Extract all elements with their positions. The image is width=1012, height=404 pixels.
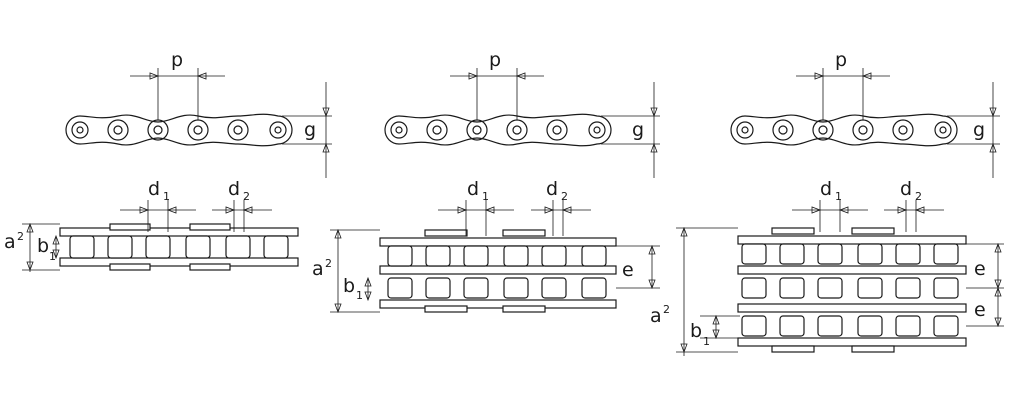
triplex-d1-label: d: [820, 178, 832, 200]
svg-text:2: 2: [663, 303, 670, 316]
triplex-a2-label: a: [650, 305, 662, 327]
triplex-chain: p g: [650, 49, 1004, 356]
simplex-a2-label: a: [4, 231, 16, 253]
svg-text:1: 1: [163, 190, 170, 203]
triplex-strand-3: [741, 315, 959, 337]
svg-text:2: 2: [915, 190, 922, 203]
duplex-b1-label: b: [343, 275, 355, 297]
simplex-d1-label: d: [148, 178, 160, 200]
svg-text:2: 2: [561, 190, 568, 203]
duplex-g-label: g: [632, 119, 644, 141]
simplex-g-label: g: [304, 119, 316, 141]
triplex-strand-1: [741, 243, 959, 265]
simplex-b1-label: b: [37, 235, 49, 257]
simplex-d2-label: d: [228, 178, 240, 200]
svg-text:1: 1: [356, 289, 363, 302]
simplex-side-view: p g: [65, 49, 332, 178]
triplex-e-label-1: e: [974, 258, 986, 280]
duplex-e-label: e: [622, 259, 634, 281]
duplex-d1-label: d: [467, 178, 479, 200]
triplex-top-view: d 1 d 2 e e a 2 b: [650, 178, 1004, 356]
duplex-top-view: d 1 d 2 e a 2 b 1: [312, 178, 660, 314]
simplex-pitch-label: p: [171, 49, 183, 71]
triplex-side-view: p g: [730, 49, 1000, 178]
simplex-chain: p g d 1: [4, 49, 332, 272]
svg-text:2: 2: [243, 190, 250, 203]
duplex-pitch-label: p: [489, 49, 501, 71]
svg-text:2: 2: [17, 230, 24, 243]
triplex-b1-label: b: [690, 320, 702, 342]
svg-text:2: 2: [325, 257, 332, 270]
duplex-d2-label: d: [546, 178, 558, 200]
svg-text:1: 1: [835, 190, 842, 203]
duplex-a2-label: a: [312, 258, 324, 280]
svg-text:1: 1: [482, 190, 489, 203]
duplex-side-view: p g: [384, 49, 660, 178]
triplex-strand-2: [741, 277, 959, 299]
triplex-g-label: g: [973, 119, 985, 141]
triplex-pitch-label: p: [835, 49, 847, 71]
simplex-top-view: d 1 d 2 a 2 b 1: [4, 178, 299, 272]
duplex-chain: p g: [312, 49, 660, 314]
svg-text:1: 1: [49, 250, 56, 263]
svg-text:1: 1: [703, 335, 710, 348]
triplex-e-label-2: e: [974, 299, 986, 321]
triplex-d2-label: d: [900, 178, 912, 200]
